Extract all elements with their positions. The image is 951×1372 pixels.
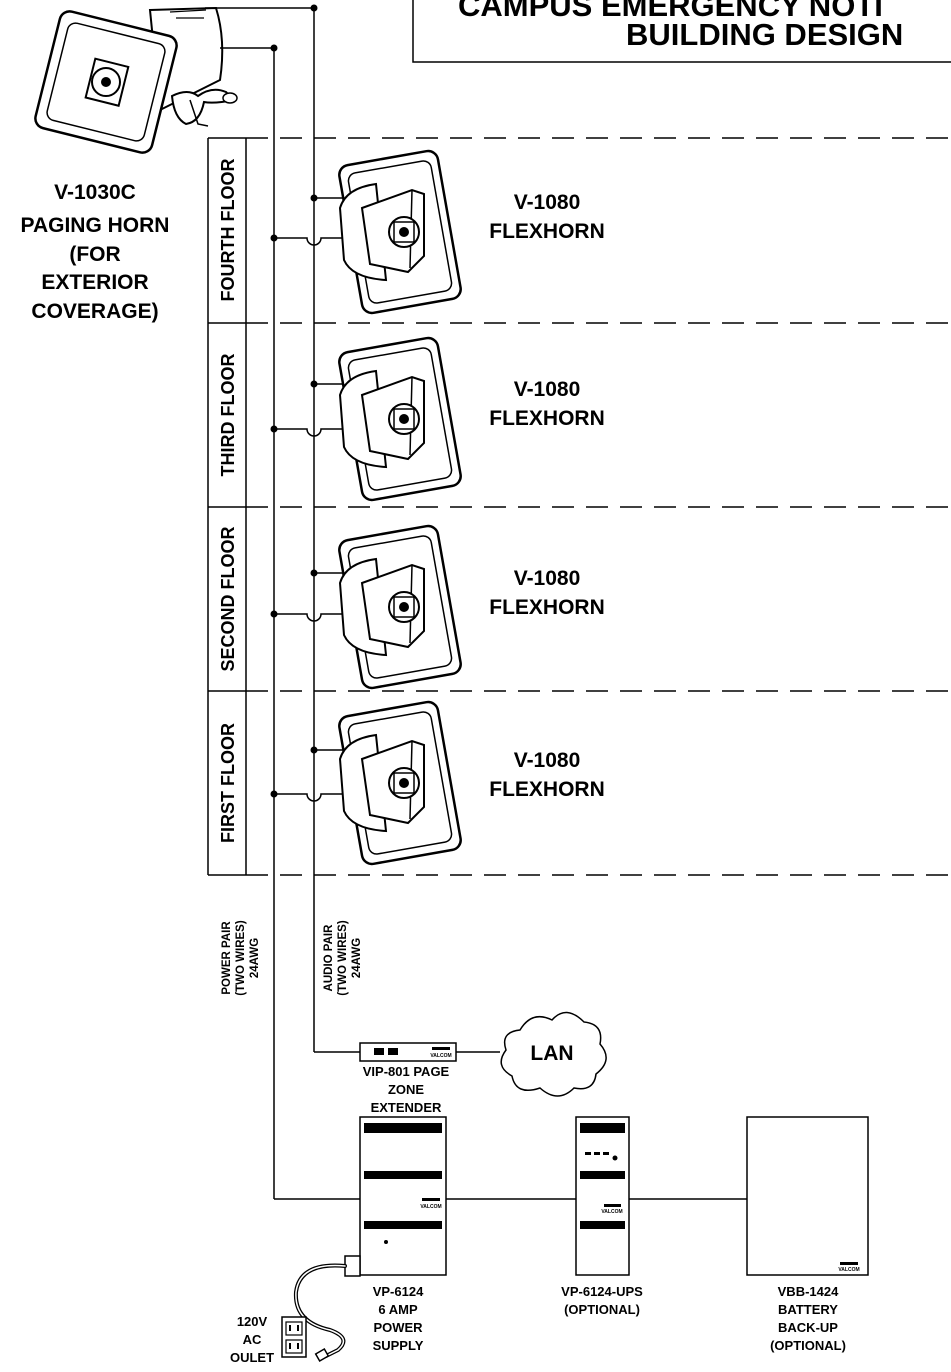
- svg-text:POWER PAIR: POWER PAIR: [221, 921, 233, 995]
- svg-text:6 AMP: 6 AMP: [378, 1302, 418, 1317]
- svg-text:(OPTIONAL): (OPTIONAL): [564, 1302, 640, 1317]
- svg-text:VBB-1424: VBB-1424: [778, 1284, 839, 1299]
- floor-label-4: FOURTH FLOOR: [218, 159, 238, 302]
- device-model: V-1080: [514, 378, 581, 401]
- svg-text:120V: 120V: [237, 1314, 268, 1329]
- ups-unit: VALCOM VP-6124-UPS (OPTIONAL): [561, 1116, 643, 1317]
- title-line-2: BUILDING DESIGN: [626, 17, 903, 52]
- flexhorn-icon: [336, 523, 464, 691]
- svg-text:BATTERY: BATTERY: [778, 1302, 838, 1317]
- svg-text:AUDIO PAIR: AUDIO PAIR: [323, 924, 335, 992]
- device-name: FLEXHORN: [489, 220, 605, 243]
- power-pair-label: POWER PAIR (TWO WIRES) 24AWG: [221, 920, 261, 996]
- title-box: CAMPUS EMERGENCY NOTI BUILDING DESIGN: [412, 0, 951, 63]
- svg-text:VP-6124-UPS: VP-6124-UPS: [561, 1284, 643, 1299]
- outlet-label: 120V AC OULET: [230, 1314, 274, 1365]
- floor-label-2: SECOND FLOOR: [218, 526, 238, 671]
- title-line-1: CAMPUS EMERGENCY NOTI: [458, 0, 883, 23]
- svg-text:VALCOM: VALCOM: [838, 1267, 859, 1273]
- svg-text:SUPPLY: SUPPLY: [373, 1338, 424, 1353]
- wiring: [205, 7, 747, 1200]
- flexhorn-icon: [336, 335, 464, 503]
- junction-dots: [270, 4, 318, 798]
- device-name: FLEXHORN: [489, 596, 605, 619]
- svg-text:EXTENDER: EXTENDER: [371, 1100, 442, 1115]
- floor-label-1: FIRST FLOOR: [218, 723, 238, 843]
- power-supply: VALCOM VP-6124 6 AMP POWER SUPPLY: [344, 1116, 447, 1353]
- svg-text:VALCOM: VALCOM: [430, 1053, 451, 1059]
- device-model: V-1080: [514, 567, 581, 590]
- outlet-icon: [281, 1316, 307, 1358]
- cloud-icon: LAN: [500, 1011, 607, 1097]
- lan-label: LAN: [530, 1042, 573, 1065]
- battery-unit: VALCOM VBB-1424 BATTERY BACK-UP (OPTIONA…: [746, 1116, 869, 1353]
- svg-text:(TWO WIRES): (TWO WIRES): [235, 920, 247, 996]
- floor-label-3: THIRD FLOOR: [218, 354, 238, 477]
- exterior-horn-label: V-1030C PAGING HORN (FOR EXTERIOR COVERA…: [21, 181, 170, 323]
- zone-extender: VALCOM VIP-801 PAGE ZONE EXTENDER: [359, 1042, 457, 1115]
- device-name: FLEXHORN: [489, 778, 605, 801]
- device-name: FLEXHORN: [489, 407, 605, 430]
- svg-text:PAGING HORN: PAGING HORN: [21, 214, 170, 237]
- paging-horn-icon: [34, 6, 238, 154]
- device-model: V-1080: [514, 749, 581, 772]
- device-model: V-1080: [514, 191, 581, 214]
- svg-text:(OPTIONAL): (OPTIONAL): [770, 1338, 846, 1353]
- floor-separators: [246, 137, 951, 876]
- svg-text:VIP-801 PAGE: VIP-801 PAGE: [363, 1064, 450, 1079]
- svg-text:EXTERIOR: EXTERIOR: [41, 271, 148, 294]
- svg-text:VALCOM: VALCOM: [601, 1209, 622, 1215]
- svg-text:24AWG: 24AWG: [351, 938, 363, 978]
- flexhorn-icon: [336, 699, 464, 867]
- audio-pair-label: AUDIO PAIR (TWO WIRES) 24AWG: [323, 920, 363, 996]
- svg-text:V-1030C: V-1030C: [54, 181, 136, 204]
- svg-text:BACK-UP: BACK-UP: [778, 1320, 838, 1335]
- svg-text:ZONE: ZONE: [388, 1082, 424, 1097]
- svg-text:VP-6124: VP-6124: [373, 1284, 424, 1299]
- flexhorn-icon: [336, 148, 464, 316]
- svg-text:POWER: POWER: [373, 1320, 423, 1335]
- svg-text:VALCOM: VALCOM: [420, 1204, 441, 1210]
- floor-labels: FOURTH FLOOR THIRD FLOOR SECOND FLOOR FI…: [218, 159, 238, 843]
- svg-text:(FOR: (FOR: [69, 243, 120, 266]
- svg-text:OULET: OULET: [230, 1350, 274, 1365]
- svg-text:(TWO WIRES): (TWO WIRES): [337, 920, 349, 996]
- svg-text:AC: AC: [243, 1332, 262, 1347]
- svg-text:COVERAGE): COVERAGE): [31, 300, 158, 323]
- svg-text:24AWG: 24AWG: [249, 938, 261, 978]
- flexhorn-labels: V-1080 FLEXHORN V-1080 FLEXHORN V-1080 F…: [489, 191, 605, 801]
